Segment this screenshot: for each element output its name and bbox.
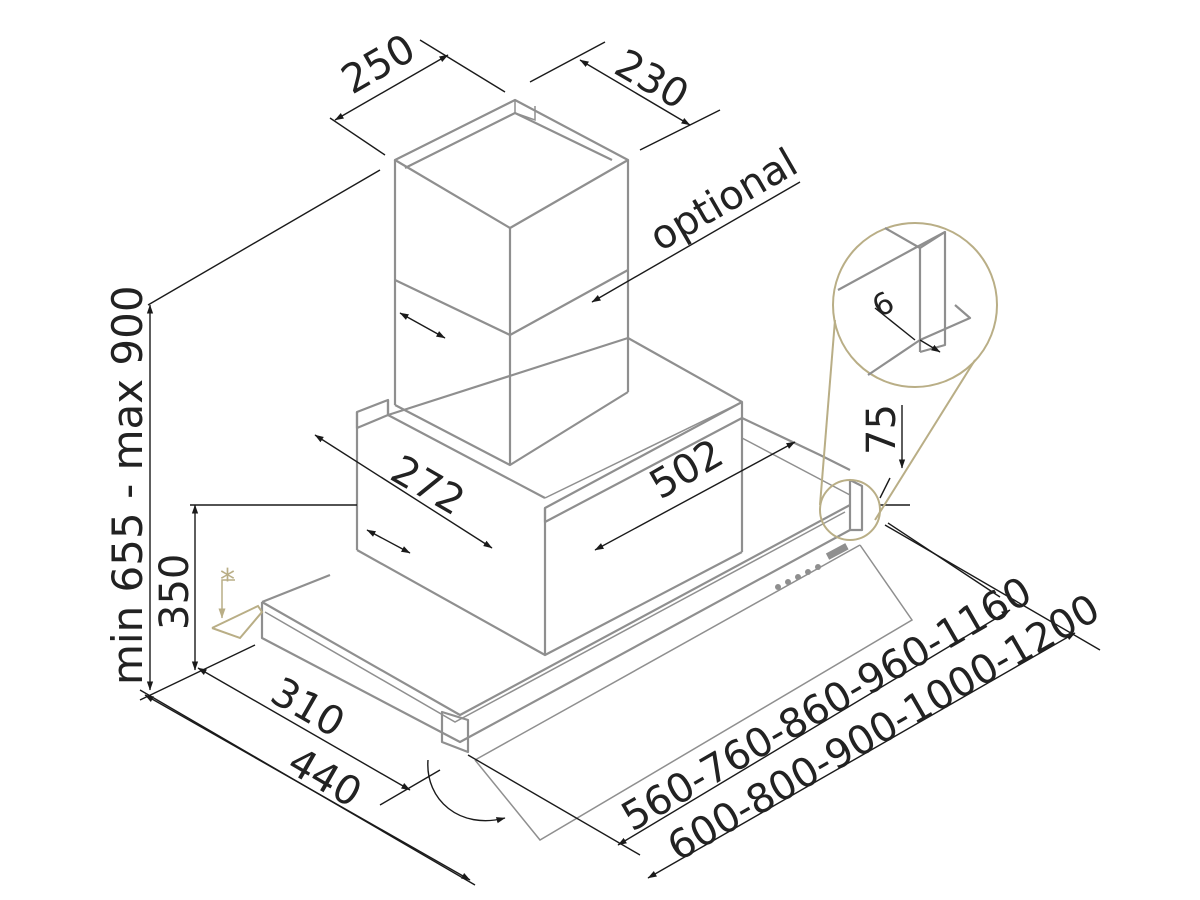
control-buttons	[775, 543, 849, 590]
label-detail-thickness: 6	[867, 285, 901, 325]
dimension-lines	[139, 39, 1101, 886]
label-height-range: min 655 - max 900	[103, 285, 152, 685]
label-widths-row2: 600-800-900-1000-1200	[660, 586, 1108, 871]
chimney-lower	[393, 270, 630, 467]
label-canopy-depth: 502	[642, 431, 731, 509]
label-depth-short: 310	[263, 669, 352, 747]
label-detail-height: 75	[859, 404, 905, 455]
dimension-labels: 250 230 optional min 655 - max 900 272 5…	[103, 26, 1108, 871]
label-asterisk: *	[220, 563, 235, 598]
label-widths-row1: 560-760-860-960-1160	[614, 568, 1040, 840]
label-body-height: 350	[152, 554, 198, 630]
chimney-upper	[393, 98, 630, 337]
label-depth-full: 440	[280, 739, 369, 817]
detail-callout	[211, 222, 998, 640]
label-chimney-width: 250	[334, 26, 423, 104]
label-chimney-depth: 230	[607, 41, 696, 119]
label-canopy-width: 272	[383, 447, 472, 525]
label-optional: optional	[642, 140, 805, 261]
